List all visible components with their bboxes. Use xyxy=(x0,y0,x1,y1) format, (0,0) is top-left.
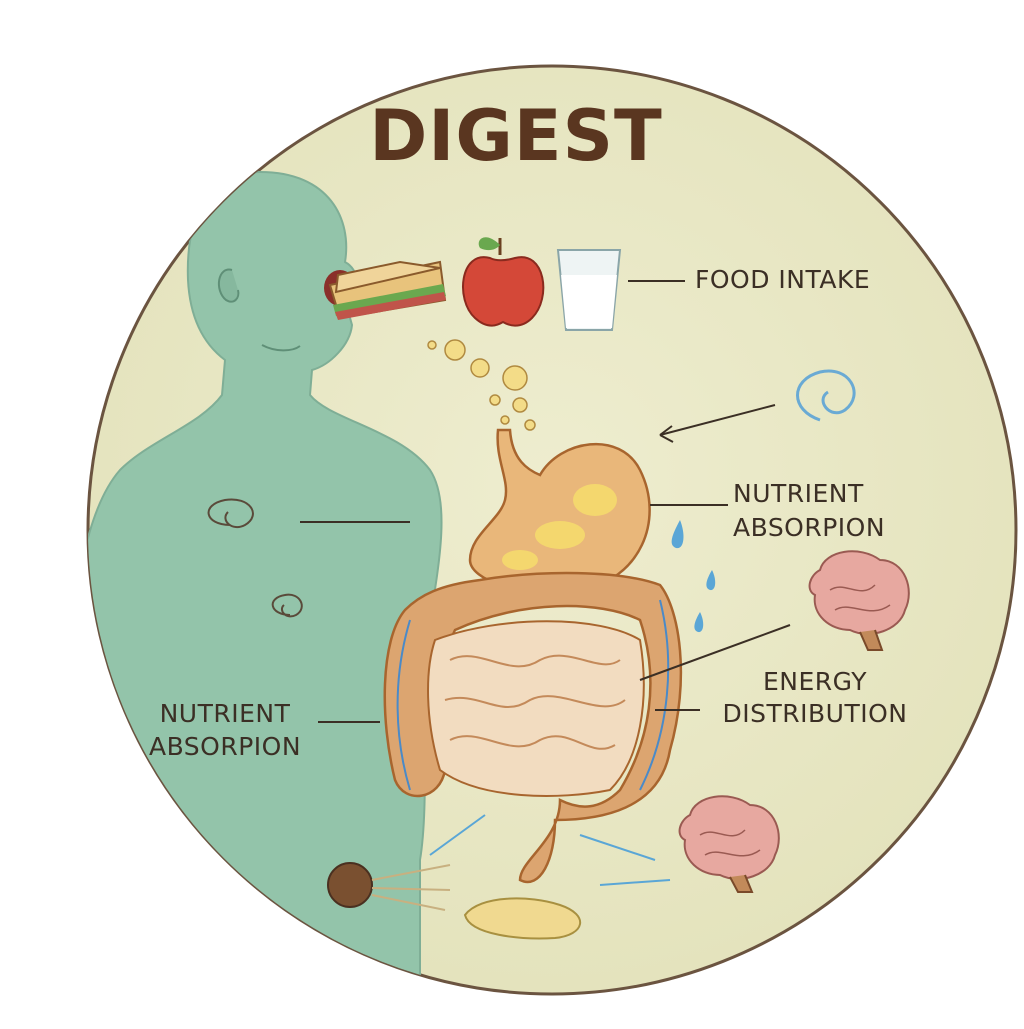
brain-icon xyxy=(808,550,910,651)
flow-arrows xyxy=(429,814,671,886)
milk-glass-icon xyxy=(556,249,622,331)
nutrient-absorption-right-line1: NUTRIENT xyxy=(733,479,864,508)
water-drop-icon xyxy=(671,520,716,633)
swirl-icon xyxy=(207,498,303,618)
nutrient-absorption-left-line1: NUTRIENT xyxy=(160,699,291,728)
food-particles xyxy=(427,339,536,431)
page-title: DIGEST xyxy=(369,95,663,177)
energy-distribution-line1: ENERGY xyxy=(763,667,867,696)
swirl-icon xyxy=(796,369,856,422)
waste-icon xyxy=(327,862,581,940)
brain-icon xyxy=(678,795,780,893)
sandwich-icon xyxy=(328,260,447,320)
intestines xyxy=(383,571,683,884)
food-intake-label: FOOD INTAKE xyxy=(695,265,870,294)
stomach xyxy=(468,428,651,594)
apple-icon xyxy=(462,237,545,327)
energy-distribution-line2: DISTRIBUTION xyxy=(723,699,908,728)
nutrient-absorption-left-line2: ABSORPION xyxy=(149,732,301,761)
nutrient-absorption-right-line2: ABSORPION xyxy=(733,513,885,542)
